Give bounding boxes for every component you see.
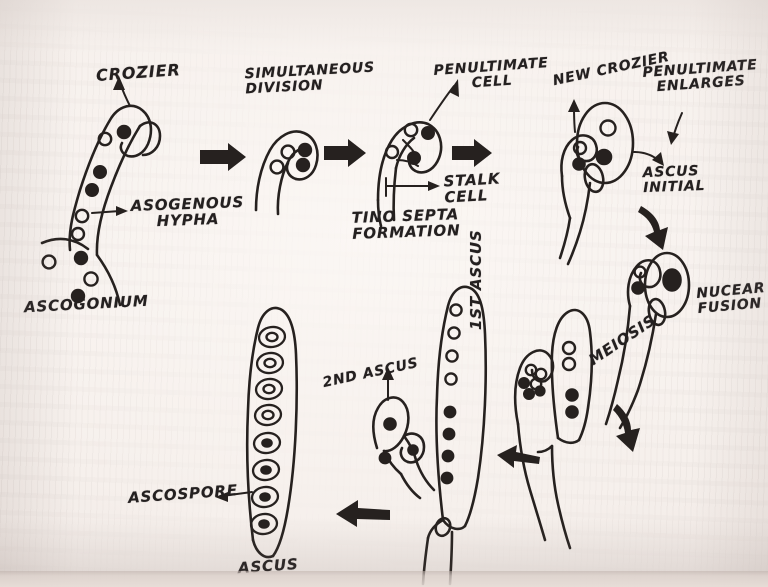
nucleus-open — [444, 372, 458, 386]
nucleus-filled — [73, 250, 89, 266]
new-crozier-leader-arrowhead — [568, 99, 580, 112]
flow-arrow-6 — [497, 445, 540, 468]
flow-arrow-4 — [638, 206, 668, 250]
stage-2-simultaneous-division-drawing — [254, 130, 319, 216]
fused-nucleus — [662, 268, 682, 292]
nucleus-filled — [631, 281, 645, 295]
stage-8-second-ascus-drawing — [372, 367, 436, 500]
nucleus-filled — [116, 124, 132, 140]
nucleus-filled — [534, 385, 546, 397]
penultimate-cell-leader-arrowhead — [449, 79, 459, 97]
nucleus-open — [280, 144, 296, 160]
nucleus-open — [269, 159, 285, 175]
second-ascus-leader-arrowhead — [382, 367, 394, 380]
penultimate-enlarges-leader-arrowhead — [667, 131, 679, 145]
nucleus-filled — [383, 417, 397, 431]
flow-arrow-1 — [200, 143, 246, 171]
nucleus-filled — [517, 376, 530, 389]
crozier-leader-arrowhead — [113, 76, 125, 90]
stage-5-nuclear-fusion-drawing — [604, 251, 691, 430]
nucleus-open — [83, 271, 99, 287]
nucleus-open — [403, 122, 419, 138]
ascospore-leader-arrowhead — [215, 492, 228, 502]
nucleus-filled — [572, 157, 586, 171]
nucleus-filled — [70, 288, 86, 304]
nucleus-open — [97, 131, 113, 147]
nucleus-open — [74, 208, 90, 224]
nucleus-filled — [420, 126, 435, 141]
nucleus-open — [633, 265, 647, 279]
ascus-initial-leader-arrowhead — [652, 152, 664, 166]
flow-arrow-7 — [336, 500, 390, 527]
stalk-cell-leader-arrowhead — [428, 181, 440, 191]
nucleus-filled — [522, 387, 535, 400]
nucleus-filled — [442, 427, 456, 441]
page-bottom-edge — [0, 571, 768, 587]
nucleus-open — [384, 144, 400, 160]
ascospore-group-open — [253, 325, 287, 427]
stage-3-septa-formation-drawing — [376, 79, 459, 228]
nucleus-open — [70, 226, 86, 242]
ascogenous-hypha-leader-arrowhead — [116, 206, 128, 216]
nucleus-filled — [440, 471, 454, 485]
nucleus-filled — [295, 157, 311, 173]
nucleus-open — [599, 119, 617, 137]
nucleus-filled — [565, 388, 579, 402]
nucleus-open — [41, 254, 57, 270]
nucleus-filled — [85, 183, 100, 198]
stage-7-first-ascus-drawing — [421, 285, 488, 586]
nucleus-filled — [378, 451, 392, 465]
nucleus-filled — [407, 444, 419, 456]
nucleus-open — [447, 326, 461, 340]
flow-arrow-2 — [324, 139, 366, 167]
nucleus-open — [561, 356, 577, 372]
stage-1-crozier-drawing — [40, 76, 162, 307]
nucleus-open — [445, 349, 459, 363]
stage-4-penultimate-enlarges-drawing — [558, 99, 683, 266]
ascogenous-hypha-leader-line — [91, 210, 121, 214]
nucleus-filled — [297, 142, 313, 158]
nucleus-open — [572, 140, 588, 156]
stage-6-meiosis-drawing — [513, 308, 594, 550]
stage-9-mature-ascus-drawing — [215, 306, 299, 559]
nucleus-filled — [595, 148, 613, 166]
ascospore-group-filled — [249, 431, 282, 536]
nucleus-open — [449, 303, 463, 317]
nucleus-filled — [441, 449, 455, 463]
nucleus-filled — [443, 405, 457, 419]
nucleus-filled — [565, 405, 579, 419]
nucleus-open — [561, 340, 577, 356]
nucleus-filled — [406, 151, 421, 166]
nucleus-open — [534, 367, 548, 381]
flow-arrow-5 — [613, 404, 640, 452]
flow-arrow-3 — [452, 139, 492, 167]
nucleus-filled — [93, 165, 108, 180]
